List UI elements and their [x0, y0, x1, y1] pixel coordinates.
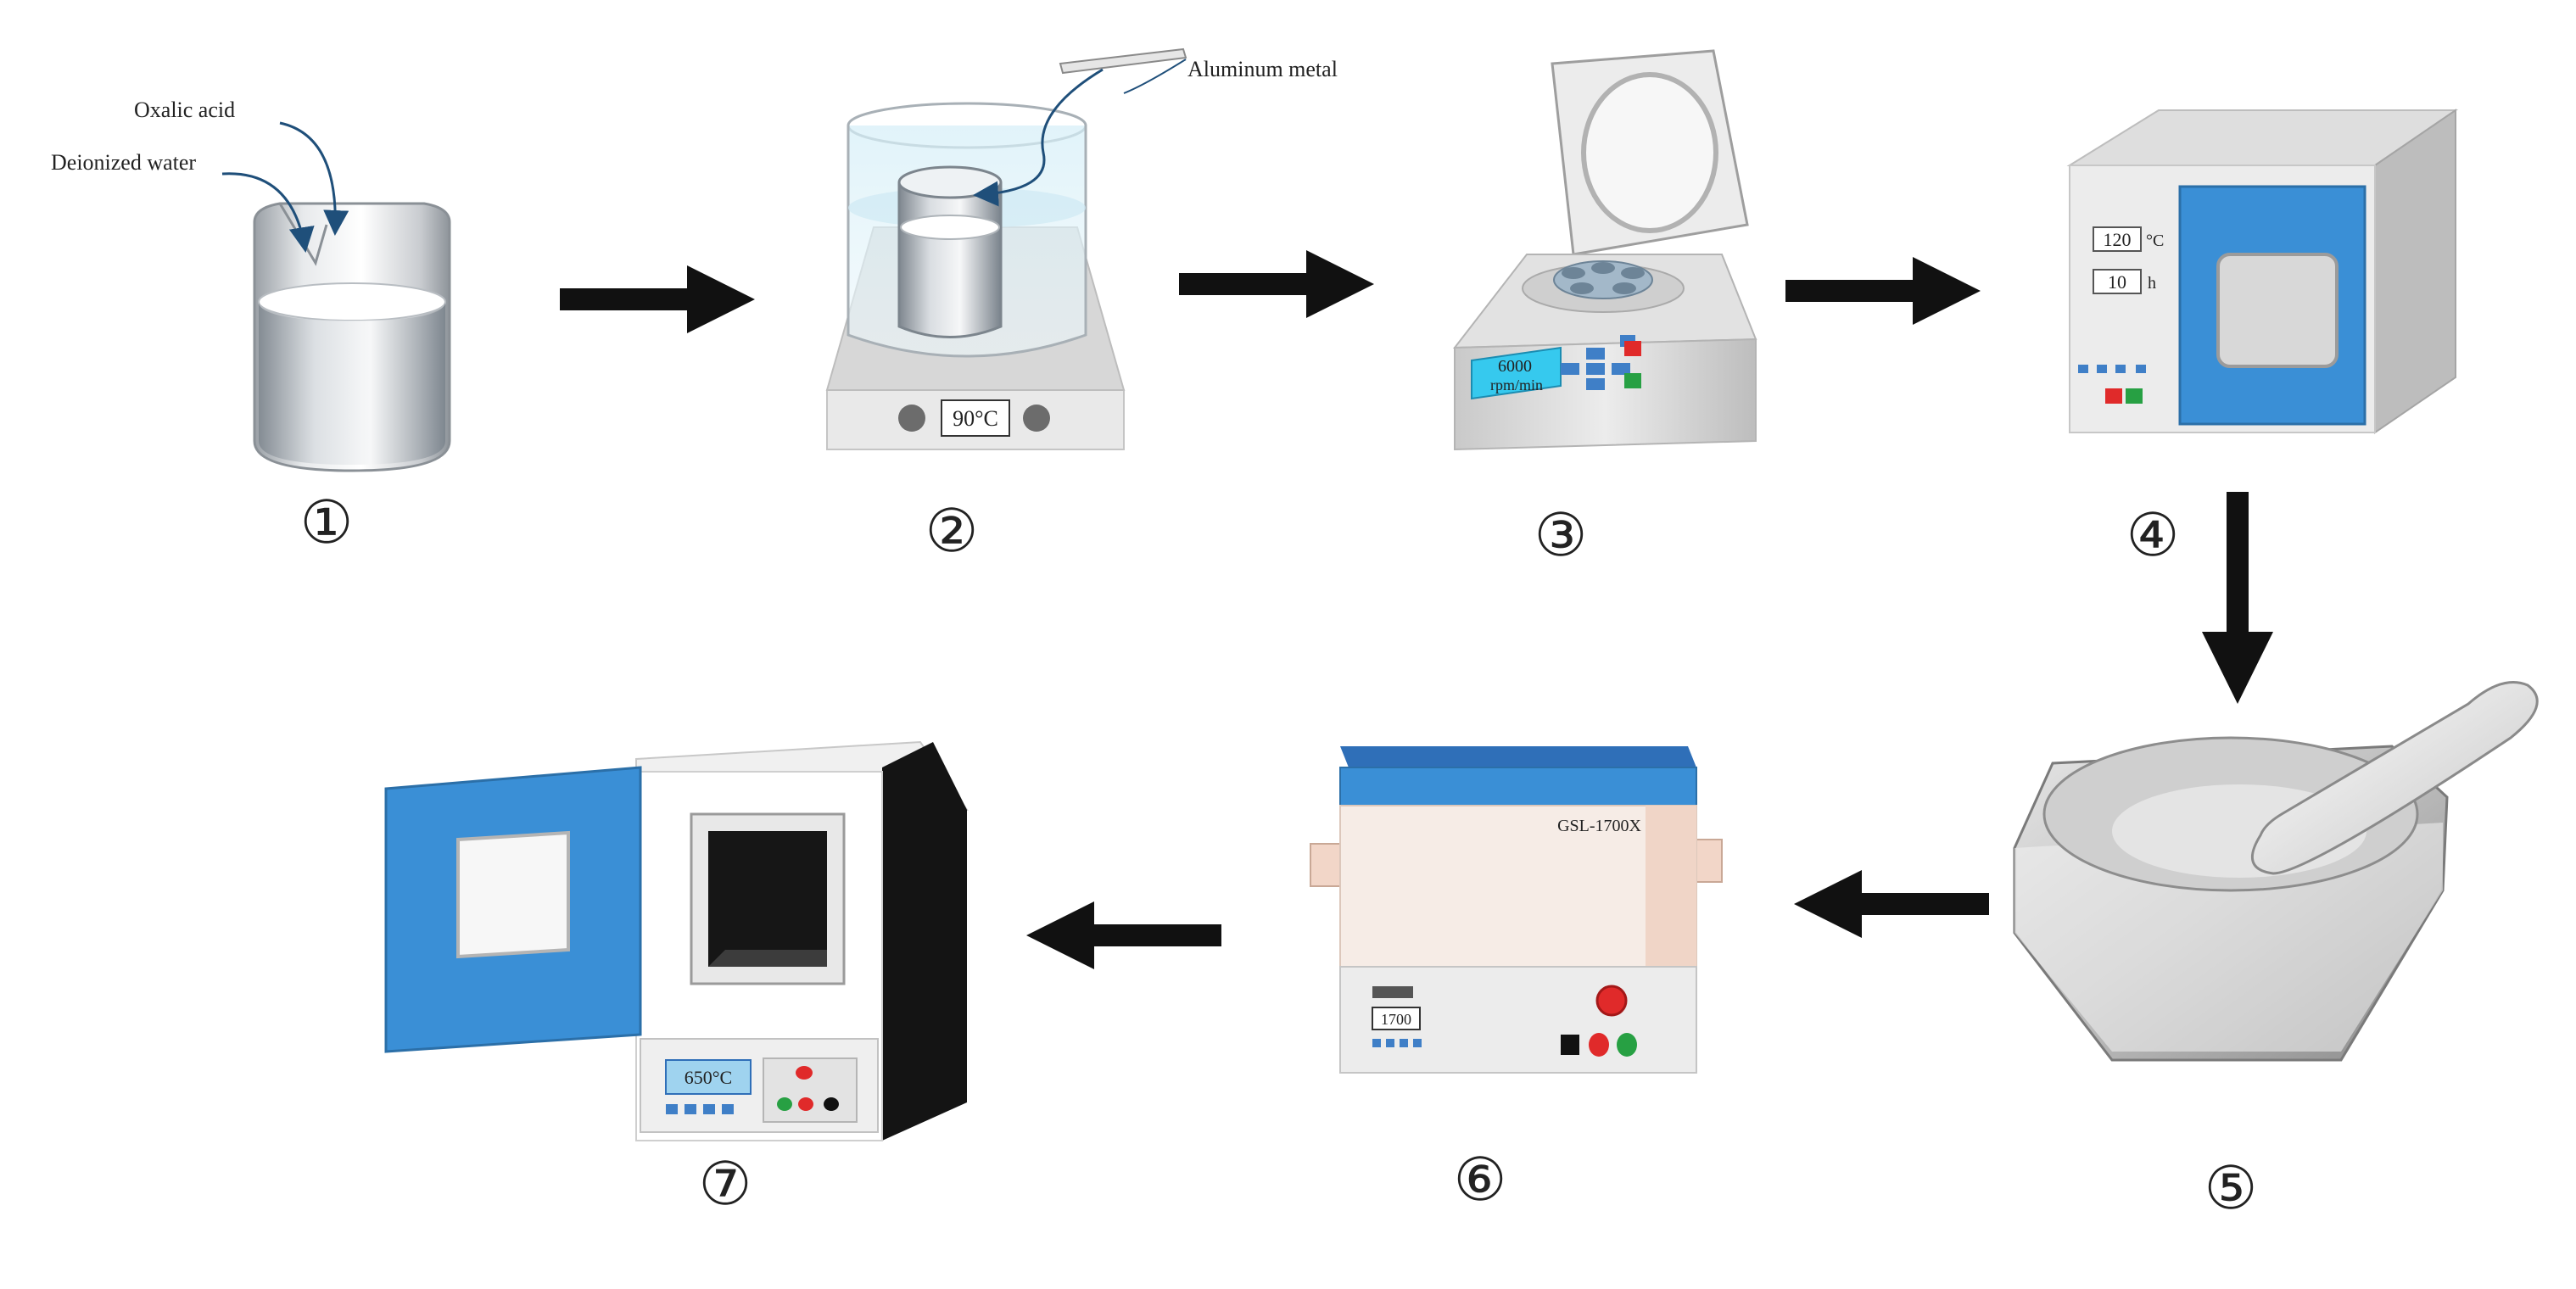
step-7-number: ⑦ — [699, 1149, 752, 1219]
arrow-6-7 — [1026, 901, 1221, 969]
oxalic-acid-label: Oxalic acid — [134, 98, 235, 122]
aluminum-strip — [1059, 47, 1187, 75]
oven-button-2[interactable] — [2097, 365, 2107, 373]
inner-cup — [897, 165, 1003, 338]
centrifuge-button-left[interactable] — [1561, 363, 1579, 375]
step-1-number: ① — [300, 488, 354, 557]
furnace-power-button[interactable] — [1595, 985, 1628, 1017]
oven-temperature-unit: °C — [2146, 232, 2164, 250]
centrifuge-start-button[interactable] — [1624, 373, 1641, 388]
furnace-button-4[interactable] — [1413, 1039, 1422, 1047]
centrifuge-button-up[interactable] — [1586, 348, 1605, 360]
furnace-display-top — [1372, 986, 1413, 998]
oven-temperature: 120 — [2104, 229, 2132, 250]
oven-side — [2374, 109, 2456, 434]
oven-time: 10 — [2108, 271, 2126, 293]
muffle-red-light — [796, 1066, 813, 1080]
aluminum-metal-pointer — [973, 68, 1104, 207]
muffle-chamber — [708, 831, 827, 967]
arrow-4-5 — [2202, 492, 2273, 704]
oven-start-button[interactable] — [2126, 388, 2143, 404]
furnace-upper-body — [1339, 805, 1697, 968]
muffle-chamber-floor — [708, 950, 827, 967]
oven-stop-button[interactable] — [2105, 388, 2122, 404]
muffle-button-4[interactable] — [722, 1104, 734, 1114]
centrifuge-stop-button[interactable] — [1624, 341, 1641, 356]
oven-window — [2216, 253, 2339, 368]
tube-furnace: GSL-1700X 1700 — [1310, 746, 1723, 1074]
oxalic-acid-pointer — [279, 121, 349, 236]
aluminum-metal-label: Aluminum metal — [1187, 57, 1338, 81]
muffle-red-button[interactable] — [798, 1097, 813, 1111]
muffle-green-button[interactable] — [777, 1097, 792, 1111]
centrifuge-lid-window — [1581, 72, 1718, 233]
centrifuge-rotor — [1553, 260, 1653, 299]
arrow-3-4 — [1785, 257, 1981, 325]
step-4-number: ④ — [2126, 500, 2180, 570]
muffle-black-button[interactable] — [824, 1097, 839, 1111]
furnace-black-button[interactable] — [1561, 1035, 1579, 1055]
beaker-liquid — [259, 302, 445, 465]
centrifuge-button-center[interactable] — [1586, 363, 1605, 375]
muffle-button-1[interactable] — [666, 1104, 678, 1114]
oven-time-display — [2093, 269, 2142, 294]
furnace-green-button[interactable] — [1617, 1033, 1637, 1057]
arrow-1-2 — [560, 265, 755, 333]
inner-cup-rim — [897, 165, 1003, 199]
oven-time-unit: h — [2148, 274, 2156, 293]
muffle-button-3[interactable] — [703, 1104, 715, 1114]
hotplate-knob-left — [898, 405, 925, 432]
beaker-liquid-surface — [258, 282, 446, 321]
hotplate-display — [941, 399, 1010, 437]
oven-button-3[interactable] — [2115, 365, 2126, 373]
centrifuge-speed-unit: rpm/min — [1490, 377, 1543, 393]
drying-oven: 120 °C 10 h — [2066, 109, 2459, 434]
furnace-button-1[interactable] — [1372, 1039, 1381, 1047]
inner-cup-liquid — [900, 215, 1000, 240]
muffle-display — [665, 1059, 752, 1095]
arrow-5-6 — [1794, 870, 1989, 938]
furnace-lid-front — [1339, 767, 1697, 806]
muffle-temperature: 650°C — [685, 1067, 732, 1088]
oven-button-1[interactable] — [2078, 365, 2088, 373]
hotplate-knob-right — [1023, 405, 1050, 432]
step-6-number: ⑥ — [1454, 1145, 1507, 1214]
step-2-number: ② — [925, 496, 979, 566]
muffle-side — [882, 742, 967, 1141]
centrifuge-button-right[interactable] — [1612, 363, 1630, 375]
tube-furnace-setting: 1700 — [1381, 1011, 1411, 1028]
furnace-button-3[interactable] — [1400, 1039, 1408, 1047]
furnace-display — [1372, 1007, 1421, 1030]
inner-cup-body — [897, 182, 1003, 338]
muffle-button-2[interactable] — [685, 1104, 696, 1114]
mortar-side-face — [2014, 823, 2443, 1052]
oven-temp-display — [2093, 226, 2142, 252]
muffle-door-window — [456, 830, 570, 959]
arrow-2-3 — [1179, 250, 1374, 318]
tube-furnace-model: GSL-1700X — [1557, 817, 1641, 835]
furnace-lid-top — [1340, 746, 1696, 767]
furnace-button-2[interactable] — [1386, 1039, 1394, 1047]
aluminum-label-leader — [1123, 59, 1187, 94]
muffle-switch-panel — [763, 1057, 858, 1123]
deionized-water-label: Deionized water — [51, 150, 196, 175]
hotplate-temperature: 90°C — [953, 406, 998, 431]
oven-button-4[interactable] — [2136, 365, 2146, 373]
step-3-number: ③ — [1534, 500, 1588, 570]
centrifuge-screen — [1471, 346, 1562, 400]
deionized-water-pointer — [221, 172, 315, 253]
beaker — [253, 202, 451, 472]
beaker-spout — [278, 203, 328, 266]
centrifuge-speed-value: 6000 — [1498, 357, 1532, 376]
pestle — [2251, 681, 2539, 875]
furnace-red-button[interactable] — [1589, 1033, 1609, 1057]
muffle-furnace: 650°C — [384, 740, 969, 1141]
step-5-number: ⑤ — [2204, 1153, 2258, 1223]
centrifuge-button-down[interactable] — [1586, 378, 1605, 390]
tube-end-left — [1310, 843, 1345, 887]
centrifuge: 6000 rpm/min — [1452, 49, 1757, 451]
pestle-body — [2251, 681, 2539, 875]
